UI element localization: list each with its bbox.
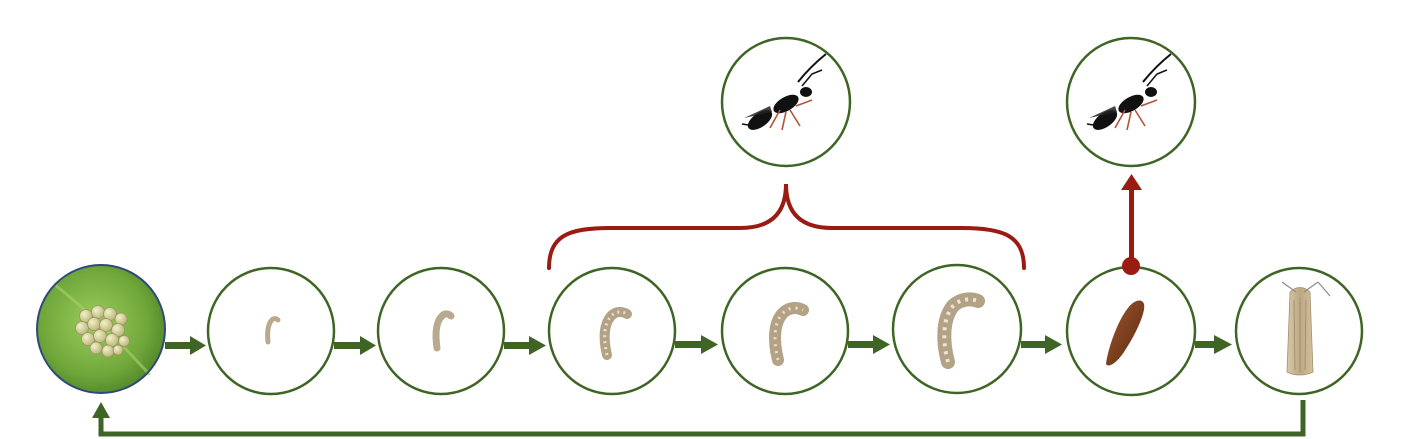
caterpillar-icon: [599, 306, 632, 360]
stage-adult-moth: [1234, 266, 1364, 396]
lifecycle-arrows: [165, 335, 1232, 355]
egg-cluster-icon: [75, 305, 130, 358]
stage-larva-1-ring: [206, 266, 336, 396]
parasitoid-pupal: [1065, 36, 1197, 168]
wasp-icon: [1086, 53, 1172, 131]
wasp-icon: [741, 53, 827, 131]
caterpillar-icon: [432, 310, 455, 352]
stage-egg: [36, 264, 166, 394]
arrow-larva-3-to-larva-4: [675, 335, 718, 354]
arrow-larva-4-to-larva-5: [848, 335, 890, 354]
stage-larva-5-ring: [891, 263, 1023, 395]
stage-larva-2: [376, 266, 506, 396]
stage-larva-3: [547, 266, 677, 396]
parasitoid-larval: [720, 36, 852, 168]
arrow-pupa-to-adult: [1195, 335, 1232, 354]
stage-larva-4: [720, 266, 850, 396]
stage-larva-3-ring: [547, 266, 677, 396]
arrow-larva-2-to-larva-3: [504, 336, 546, 355]
arrow-larva-5-to-pupa: [1021, 335, 1062, 354]
arrow-egg-to-larva-1: [165, 336, 206, 355]
stage-larva-4-ring: [720, 266, 850, 396]
arrow-larva-1-to-larva-2: [334, 336, 376, 355]
pupa-icon: [1106, 300, 1145, 366]
pupal-parasitism-link: [1121, 174, 1142, 275]
stage-larva-1: [206, 266, 336, 396]
stage-larva-5: [891, 263, 1023, 395]
return-loop-arrow: [92, 400, 1306, 437]
stage-egg-ring: [36, 264, 166, 394]
stage-larva-2-ring: [376, 266, 506, 396]
larval-parasitism-brace: [547, 183, 1026, 270]
stage-pupa: [1065, 265, 1197, 397]
caterpillar-icon: [265, 316, 281, 345]
